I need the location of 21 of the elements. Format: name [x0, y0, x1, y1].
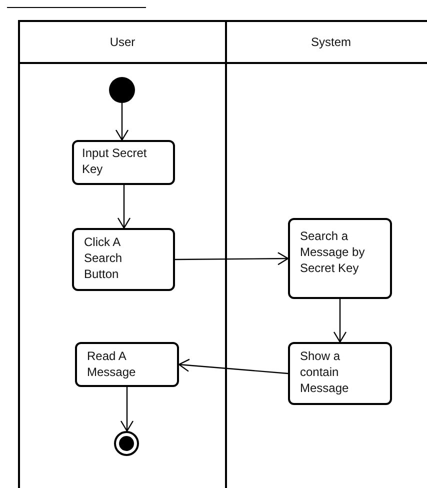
- arrow: [120, 387, 134, 432]
- arrow: [115, 103, 129, 141]
- lane-title: System: [310, 35, 351, 49]
- arrow: [175, 252, 289, 266]
- arrow: [333, 299, 347, 343]
- activity-label: Search a Message by Secret Key: [300, 229, 365, 275]
- arrow: [178, 358, 288, 374]
- activity-box: [75, 342, 179, 387]
- arrow: [117, 185, 131, 229]
- initial-node: [109, 77, 135, 103]
- lane-title: User: [110, 35, 136, 49]
- activity-box: [72, 140, 175, 185]
- final-node: [114, 431, 139, 456]
- activity-box: [288, 342, 392, 405]
- activity-box: [288, 218, 392, 299]
- swimlane: [18, 20, 227, 488]
- activity-label: Input Secret Key: [82, 146, 147, 176]
- activity-label: Show a contain Message: [300, 349, 349, 395]
- activity-label: Click A Search Button: [84, 235, 122, 281]
- activity-box: [72, 228, 175, 291]
- activity-label: Read A Message: [87, 349, 136, 379]
